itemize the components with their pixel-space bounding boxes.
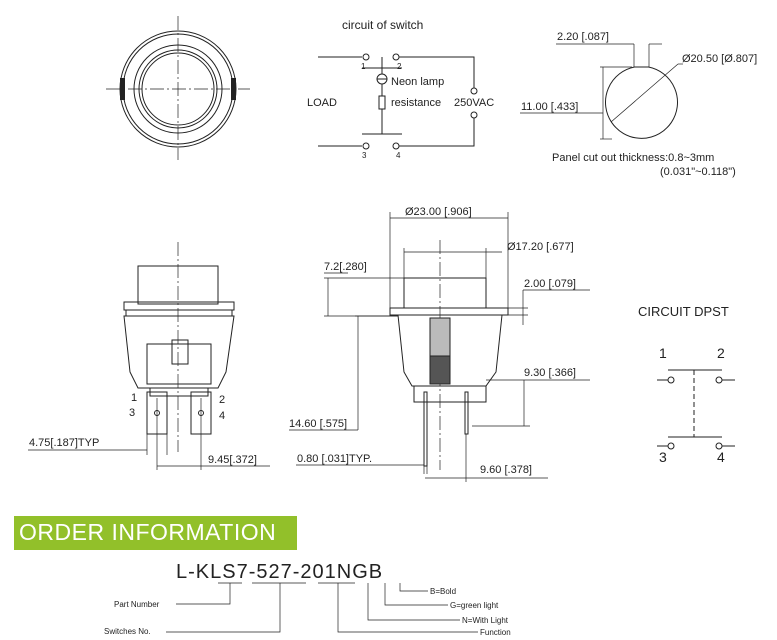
dpst-pin-3: 3 [659, 449, 667, 465]
cap-height-dim: 7.2[.280] [324, 261, 367, 273]
cap-diameter-dim: Ø17.20 [.677] [507, 241, 574, 253]
pin-1: 1 [361, 62, 366, 71]
terminal-spacing-dim: 9.60 [.378] [480, 464, 532, 476]
body-diameter-dim: Ø23.00 [.906] [405, 206, 472, 218]
order-information-title: ORDER INFORMATION [19, 519, 277, 545]
voltage-label: 250VAC [454, 97, 494, 109]
callout-b: B=Bold [430, 587, 456, 596]
total-height-dim: 14.60 [.575] [289, 418, 347, 430]
front-pin-3: 3 [129, 407, 135, 419]
front-view: 1 3 2 4 4.75[.187]TYP 9.45[.372] [28, 242, 270, 470]
pin-spacing-dim: 9.45[.372] [208, 454, 257, 466]
flat-depth-dim: 11.00 [.433] [521, 101, 578, 113]
front-pin-1: 1 [131, 392, 137, 404]
dpst-pin-1: 1 [659, 345, 667, 361]
circuit-title: circuit of switch [342, 18, 423, 32]
terminal-thickness-dim: 0.80 [.031]TYP. [297, 453, 372, 465]
dpst-pin-2: 2 [717, 345, 725, 361]
circuit-of-switch: circuit of switch 1 2 3 4 Neon lamp resi… [307, 18, 494, 160]
resistance-label: resistance [391, 97, 441, 109]
panel-cutout: 2.20 [.087] Ø20.50 [Ø.807] 11.00 [.433] … [520, 31, 757, 178]
pin-3: 3 [362, 151, 367, 160]
order-code: L-KLS7-527-201NGB Part Number Switches N… [104, 561, 511, 637]
neon-lamp-label: Neon lamp [391, 76, 444, 88]
part-code: L-KLS7-527-201NGB [176, 561, 383, 583]
callout-function: Function [480, 628, 511, 637]
dpst-pin-4: 4 [717, 449, 725, 465]
order-information-banner: ORDER INFORMATION [14, 516, 297, 550]
flat-width-dim: 2.20 [.087] [557, 31, 609, 43]
load-label: LOAD [307, 97, 337, 109]
panel-thickness-line1: Panel cut out thickness:0.8~3mm [552, 152, 714, 164]
terminal-width-dim: 4.75[.187]TYP [29, 437, 99, 449]
front-pin-2: 2 [219, 394, 225, 406]
panel-thickness-line2: (0.031"~0.118") [660, 166, 736, 178]
front-pin-4: 4 [219, 410, 225, 422]
callout-switches-no: Switches No. [104, 627, 151, 636]
dpst-title: CIRCUIT DPST [638, 304, 729, 319]
pin-2: 2 [397, 62, 402, 71]
pin-4: 4 [396, 151, 401, 160]
callout-n: N=With Light [462, 616, 509, 625]
side-view: Ø23.00 [.906] Ø17.20 [.677] 7.2[.280] 2.… [289, 206, 590, 482]
callout-part-number: Part Number [114, 600, 160, 609]
flange-thickness-dim: 2.00 [.079] [524, 278, 576, 290]
body-height-dim: 9.30 [.366] [524, 367, 576, 379]
cutout-diameter-dim: Ø20.50 [Ø.807] [682, 53, 757, 65]
top-view [106, 16, 250, 160]
circuit-dpst: CIRCUIT DPST 1 2 3 4 [638, 304, 735, 465]
callout-g: G=green light [450, 601, 499, 610]
